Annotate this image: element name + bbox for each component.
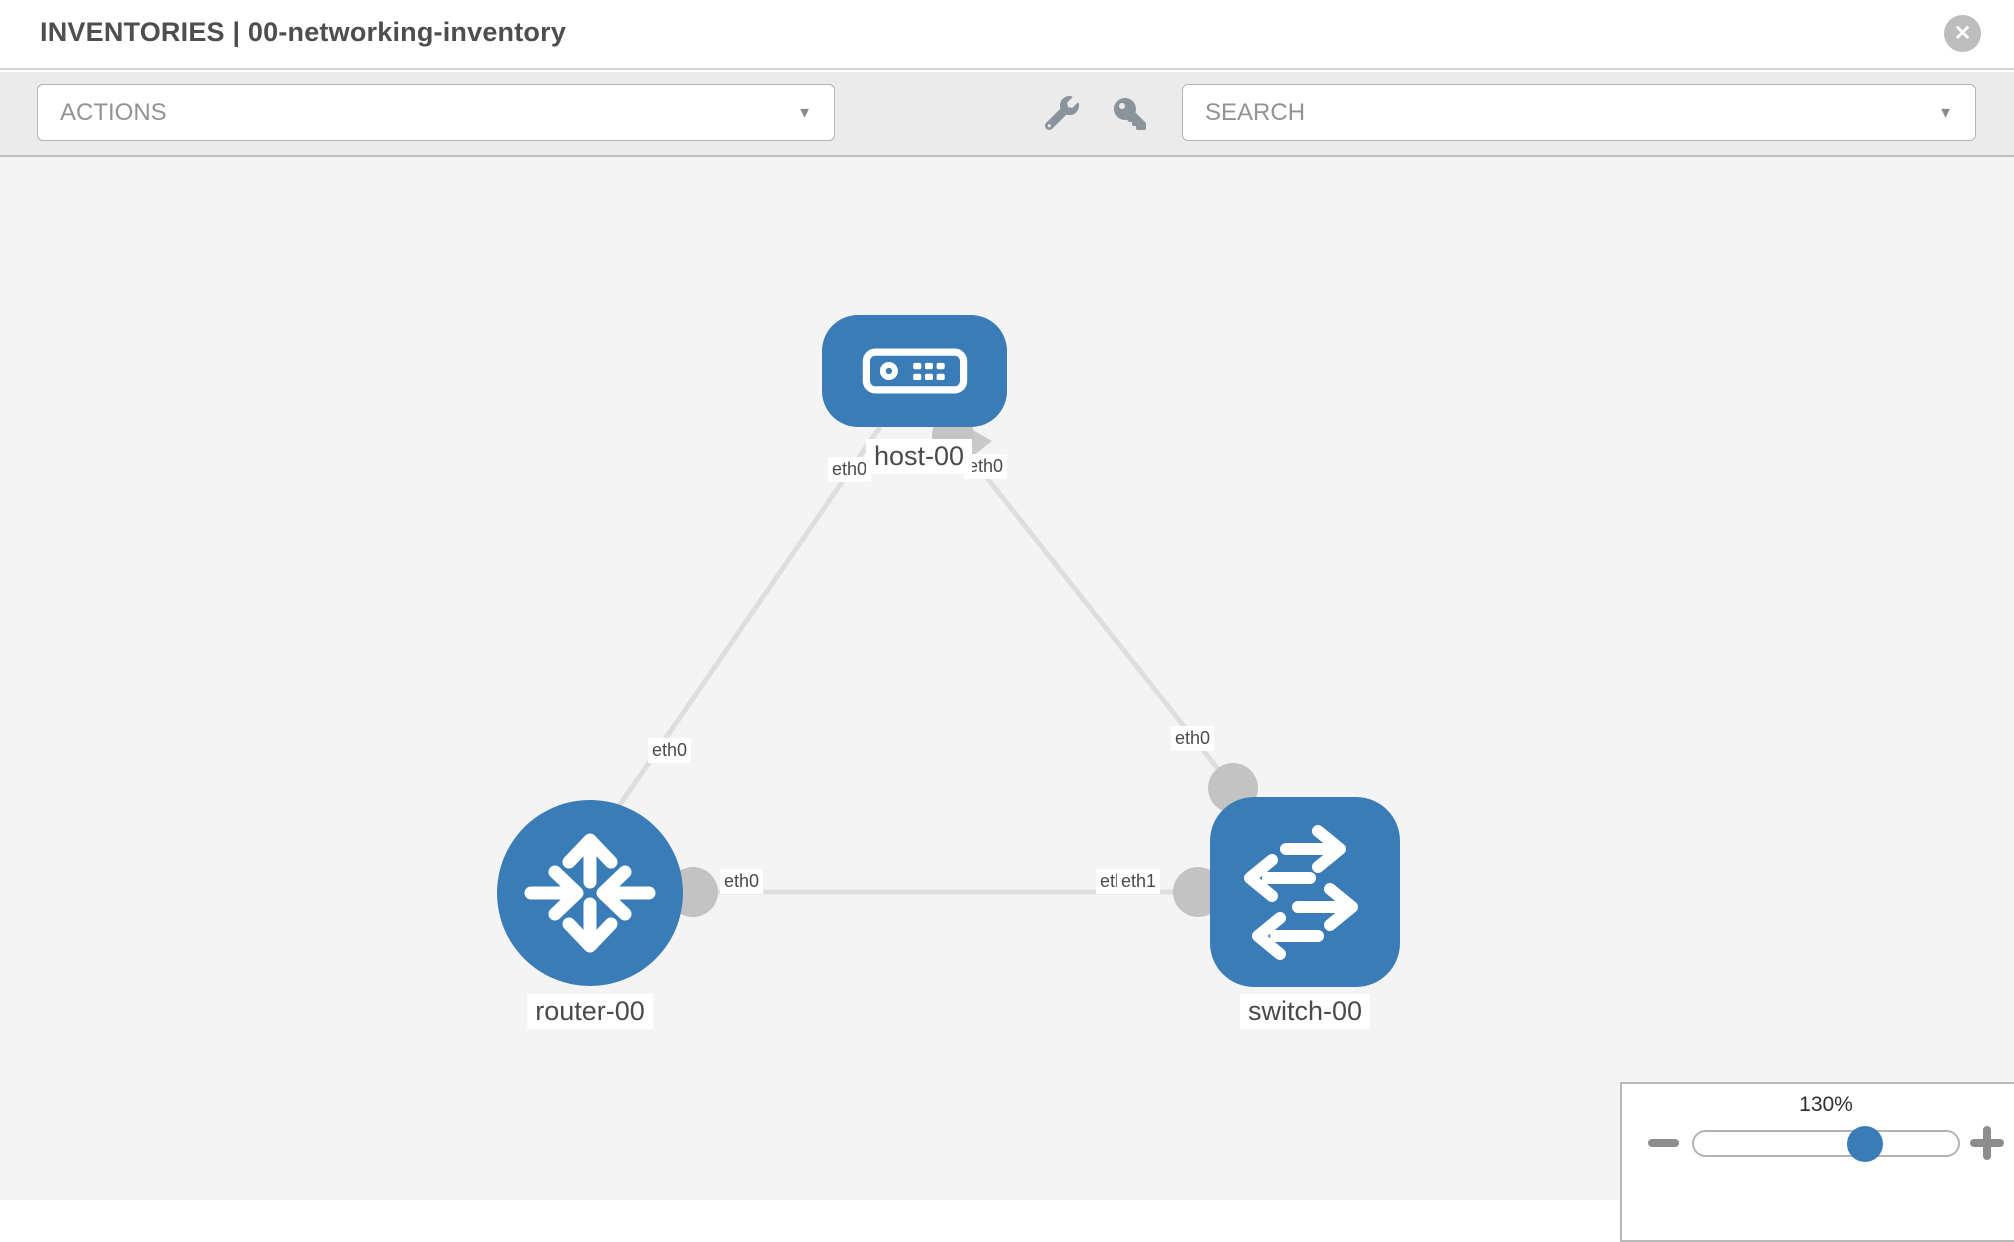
wrench-icon[interactable] [1044,96,1080,130]
zoom-control-panel: 130% [1620,1082,2014,1242]
switch-arrows-icon [1244,825,1358,960]
breadcrumb-header: INVENTORIES | 00-networking-inventory ✕ [0,0,2014,70]
node-label-host: host-00 [865,439,973,474]
chevron-down-icon: ▼ [797,104,812,121]
router-arrows-icon [524,833,656,953]
page-title: INVENTORIES | 00-networking-inventory [40,17,567,47]
key-icon-svg [1114,98,1146,130]
interface-label-switch-eth0-up: eth0 [1171,726,1215,751]
plus-icon[interactable] [1970,1126,2004,1160]
zoom-level-readout: 130% [1799,1093,1853,1116]
node-router[interactable] [497,800,683,986]
link-host-router[interactable] [605,425,883,824]
node-label-switch: switch-00 [1239,994,1371,1029]
interface-label-switch-eth1: eth1 [1117,869,1161,894]
node-switch[interactable] [1210,797,1400,987]
interface-label-router-eth0-up: eth0 [648,738,692,763]
node-label-router: router-00 [527,994,653,1029]
topology-canvas[interactable]: host-00 router-00 switch-00 eth0 eth0 et… [0,157,2014,1200]
server-icon [862,348,967,394]
search-dropdown[interactable]: SEARCH ▼ [1182,84,1976,141]
interface-label-host-eth0-left: eth0 [828,457,872,482]
actions-dropdown[interactable]: ACTIONS ▼ [37,84,835,141]
key-icon[interactable] [1114,98,1146,130]
search-dropdown-label: SEARCH [1205,98,1306,126]
node-host[interactable] [822,315,1007,427]
close-icon: ✕ [1953,22,1972,45]
wrench-icon-svg [1044,96,1079,130]
zoom-slider-handle[interactable] [1847,1126,1883,1162]
actions-dropdown-label: ACTIONS [60,98,167,126]
close-button[interactable]: ✕ [1944,15,1981,52]
toolbar: ACTIONS ▼ SEARCH ▼ [0,72,2014,157]
interface-label-router-eth0: eth0 [720,869,764,894]
chevron-down-icon: ▼ [1938,104,1953,121]
zoom-slider-track[interactable] [1692,1130,1960,1157]
links-layer [605,414,1258,917]
minus-icon[interactable] [1648,1139,1679,1147]
